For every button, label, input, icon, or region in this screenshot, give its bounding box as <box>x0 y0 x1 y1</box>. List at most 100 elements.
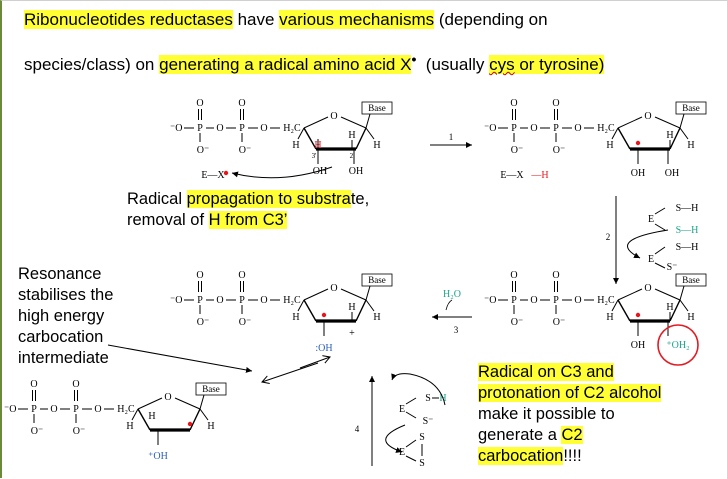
radical-c3-note-line: make it possible to <box>478 404 661 425</box>
bond <box>365 127 375 140</box>
text-run: (depending on <box>434 10 548 29</box>
h-label: H <box>373 140 380 151</box>
oh-label: OH <box>631 340 645 351</box>
oxygen-label: O <box>552 98 559 109</box>
colon-oh-label: :OH <box>315 343 332 354</box>
resonance-arrow-back <box>299 357 330 369</box>
sh-label: S—H <box>676 203 699 214</box>
bond <box>405 439 417 448</box>
ring-oxygen-label: O <box>330 111 337 122</box>
text-run: make it possible to <box>478 405 615 423</box>
propagation-note-line-2: removal of H from C3’ <box>127 210 288 231</box>
text-run: • <box>411 51 417 67</box>
bond <box>654 207 666 215</box>
highlight-circle <box>657 324 699 366</box>
bond <box>679 285 685 301</box>
oh-label: OH <box>665 168 679 179</box>
oh-label: OH <box>631 168 645 179</box>
radical-dot <box>223 170 229 176</box>
h-label: H <box>148 411 155 422</box>
exh-h-label: —H <box>530 170 548 181</box>
base-label: Base <box>682 103 700 113</box>
radical-c3-note-line: Radical on C3 and <box>478 362 661 383</box>
phosphorus-label: P <box>197 295 203 306</box>
oxygen-label: O <box>50 404 57 415</box>
ring-bond <box>617 116 643 129</box>
bond <box>365 299 375 312</box>
oxygen-label: O <box>72 379 79 390</box>
h-label: H <box>687 312 694 323</box>
h-label: H <box>606 312 613 323</box>
resonance-note: Resonance stabilises the high energy car… <box>18 264 113 369</box>
o-minus-label: O⁻ <box>511 145 524 156</box>
highlighted-text: H from C3’ <box>208 211 288 229</box>
base-label: Base <box>682 275 700 285</box>
s-label: S <box>419 432 425 443</box>
curved-arrow <box>627 229 669 259</box>
bond <box>679 127 689 140</box>
bond <box>365 285 371 301</box>
phosphorus-label: P <box>553 295 559 306</box>
base-box <box>361 273 393 287</box>
highlighted-text: C2 <box>561 426 583 444</box>
o-minus-label: ⁻O <box>4 404 17 415</box>
sh-label-teal: S—H <box>676 225 699 236</box>
phosphorus-label: P <box>511 123 517 134</box>
header-line-2: species/class) on generating a radical a… <box>24 48 605 76</box>
ex-radical-label: E—X <box>201 170 225 181</box>
highlighted-text: Ribonucleotides reductases <box>24 10 233 29</box>
phosphorus-label: P <box>73 404 79 415</box>
oh-label: OH <box>349 166 363 177</box>
exh-label: E—X <box>500 170 524 181</box>
oxygen-label: O <box>530 123 537 134</box>
bond <box>679 299 689 312</box>
ring-oxygen-label: O <box>330 283 337 294</box>
ring-bond <box>355 299 367 322</box>
oxygen-label: O <box>196 98 203 109</box>
step-2-label: 2 <box>606 232 611 242</box>
o-minus-label: O⁻ <box>553 317 566 328</box>
h-label: H <box>292 140 299 151</box>
radical-c3-note: Radical on C3 and protonation of C2 alcoh… <box>478 362 662 467</box>
h-label: H <box>666 302 673 313</box>
bond <box>199 394 205 410</box>
highlighted-text: or tyrosine) <box>514 55 605 74</box>
highlighted-text: protonation of C2 alcohol <box>478 384 662 402</box>
water-arrow <box>445 299 453 311</box>
text-run: have <box>232 10 280 29</box>
step-1-label: 1 <box>449 132 454 142</box>
h-label: H <box>207 421 214 432</box>
ring-bond <box>174 397 201 410</box>
h-label: H <box>292 312 299 323</box>
text-run: removal of <box>127 211 209 229</box>
curved-arrow <box>391 373 446 406</box>
ch2-label: H₂C <box>117 404 135 415</box>
bond <box>405 411 417 419</box>
text-run: Radical <box>127 190 187 208</box>
o-minus-label: O⁻ <box>197 317 210 328</box>
bond <box>654 262 666 269</box>
radical-c3-note-line: carbocation!!!! <box>478 446 661 467</box>
oxygen-label: O <box>260 295 267 306</box>
base-box <box>675 101 707 115</box>
resonance-note-line: carbocation <box>18 328 104 346</box>
highlighted-text: Radical on C3 and <box>478 363 614 381</box>
oxygen-label: O <box>94 404 101 415</box>
text-run: generate a <box>478 426 562 444</box>
water-label: H₂O <box>443 289 461 300</box>
resonance-note-line: stabilises the <box>18 286 114 304</box>
enzyme-label: E <box>399 404 405 415</box>
base-box <box>195 382 227 396</box>
o-minus-label: O⁻ <box>511 317 524 328</box>
s-label: S <box>419 458 425 469</box>
bond <box>297 127 305 140</box>
resonance-note-line: high energy <box>18 307 105 325</box>
phosphorus-label: P <box>511 295 517 306</box>
oxygen-label: O <box>30 379 37 390</box>
base-box <box>361 101 393 115</box>
oxygen-label: O <box>216 123 223 134</box>
h-label: H <box>348 130 355 141</box>
